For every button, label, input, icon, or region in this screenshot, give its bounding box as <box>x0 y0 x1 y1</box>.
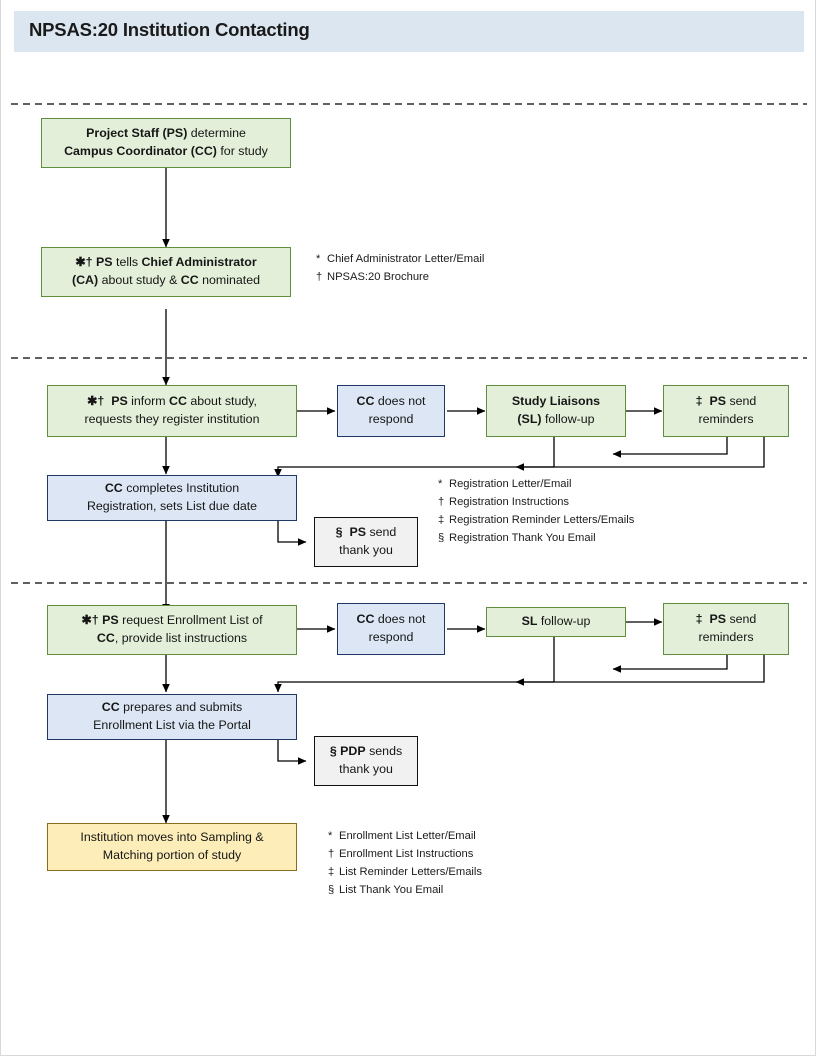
arrow-ccsub-to-thankyou-3 <box>277 740 307 765</box>
note-text: Enrollment List Instructions <box>339 848 474 861</box>
box-ps-tells-chief-administrator[interactable]: ✱† PS tells Chief Administrator (CA) abo… <box>41 247 291 297</box>
note-symbol: † <box>438 496 445 509</box>
box-determine-campus-coordinator[interactable]: Project Staff (PS) determine Campus Coor… <box>41 118 291 168</box>
footnote-symbols: ‡ <box>695 612 703 627</box>
note-symbol: ‡ <box>328 866 335 879</box>
footnote-symbols: ✱† <box>75 255 93 270</box>
notes-stage-2: * Registration Letter/Email † Registration… <box>438 475 634 548</box>
note-symbol: § <box>328 884 335 897</box>
arrow-reminders-loop-ccreg-2 <box>274 437 765 478</box>
note-symbol: * <box>316 253 321 265</box>
arrow-reminders-loop-ccsub-3 <box>274 655 765 693</box>
arrow-ccreg-to-thankyou-2 <box>277 521 307 546</box>
note-text: Registration Reminder Letters/Emails <box>449 514 635 527</box>
note-text: Chief Administrator Letter/Email <box>327 253 485 265</box>
note-symbol: † <box>316 271 323 284</box>
footnote-symbols: § <box>335 525 343 540</box>
footnote-symbols: § <box>329 744 337 759</box>
box-ps-inform-cc-register[interactable]: ✱† PS inform CC about study, requests th… <box>47 385 297 437</box>
box-cc-does-not-respond-stage3[interactable]: CC does not respond <box>337 603 445 655</box>
box-cc-does-not-respond-stage2[interactable]: CC does not respond <box>337 385 445 437</box>
page-title: NPSAS:20 Institution Contacting <box>29 19 310 40</box>
note-text: Registration Thank You Email <box>449 532 596 545</box>
note-symbol: † <box>328 848 335 861</box>
footnote-symbols: ✱† <box>81 613 99 628</box>
text-bold: Campus Coordinator (CC) <box>64 144 217 158</box>
header-bar <box>14 11 804 52</box>
notes-stage-3: * Enrollment List Letter/Email † Enrollmen… <box>328 827 482 900</box>
arrow-reminders-loop-sl-2 <box>612 437 728 458</box>
footnote-symbols: ✱† <box>87 394 105 409</box>
box-cc-completes-registration[interactable]: CC completes Institution Registration, s… <box>47 475 297 521</box>
box-cc-submits-enrollment-list[interactable]: CC prepares and submits Enrollment List … <box>47 694 297 740</box>
box-ps-send-reminders-stage2[interactable]: ‡ PS send reminders <box>663 385 789 437</box>
box-sl-followup-stage3[interactable]: SL follow-up <box>486 607 626 637</box>
note-symbol: * <box>328 830 333 842</box>
box-ps-send-reminders-stage3[interactable]: ‡ PS send reminders <box>663 603 789 655</box>
box-institution-moves-to-sampling[interactable]: Institution moves into Sampling & Matchi… <box>47 823 297 871</box>
box-pdp-sends-thank-you[interactable]: § PDP sends thank you <box>314 736 418 786</box>
note-text: Registration Instructions <box>449 496 570 509</box>
note-symbol: ‡ <box>438 514 445 527</box>
note-text: NPSAS:20 Brochure <box>327 271 429 284</box>
note-text: Enrollment List Letter/Email <box>339 830 476 842</box>
text-bold: Project Staff (PS) <box>86 126 188 141</box>
box-ps-request-enrollment-list[interactable]: ✱† PS request Enrollment List of CC, pro… <box>47 605 297 655</box>
note-symbol: § <box>438 532 445 545</box>
note-text: Registration Letter/Email <box>449 478 572 490</box>
box-study-liaisons-followup[interactable]: Study Liaisons (SL) follow-up <box>486 385 626 437</box>
footnote-symbols: ‡ <box>695 394 703 409</box>
box-ps-send-thank-you[interactable]: § PS send thank you <box>314 517 418 567</box>
note-symbol: * <box>438 478 443 490</box>
arrow-reminders-loop-sl-3 <box>612 655 728 673</box>
note-text: List Reminder Letters/Emails <box>339 866 483 879</box>
notes-stage-1: * Chief Administrator Letter/Email † NPSAS… <box>316 250 484 286</box>
note-text: List Thank You Email <box>339 884 444 897</box>
